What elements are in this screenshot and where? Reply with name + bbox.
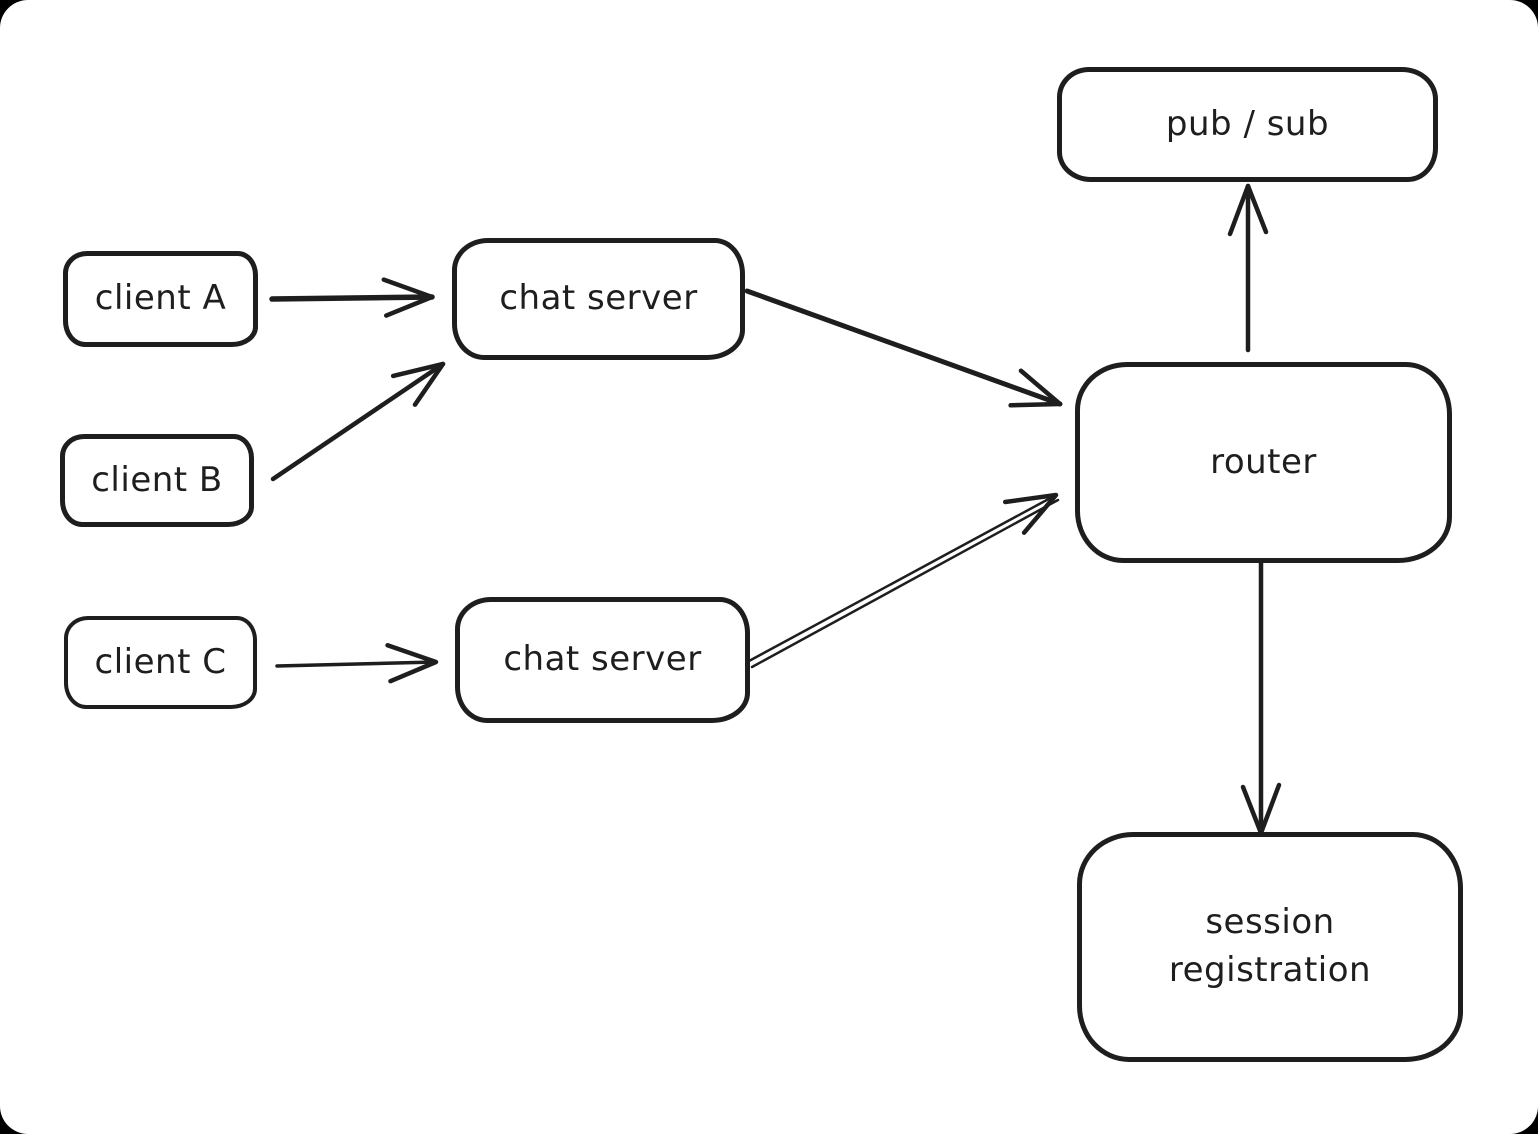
node-session-registration: session registration — [1077, 832, 1463, 1062]
node-client-b: client B — [60, 434, 254, 527]
edge-chat-server-2-to-router-line-1 — [747, 492, 1059, 663]
node-client-c-label: client C — [94, 641, 227, 682]
node-chat-server-1: chat server — [452, 238, 745, 360]
edge-client-b-to-chat-server-1 — [270, 361, 446, 482]
edge-chat-server-2-to-router-line-2 — [750, 498, 1060, 669]
node-pub-sub: pub / sub — [1057, 67, 1438, 182]
node-router-label: router — [1210, 441, 1317, 482]
edge-client-c-to-chat-server-2 — [275, 642, 439, 684]
edge-chat-server-1-to-router — [744, 288, 1063, 408]
node-chat-server-1-label: chat server — [499, 278, 698, 319]
node-pub-sub-label: pub / sub — [1165, 103, 1330, 144]
node-chat-server-2-label: chat server — [503, 639, 702, 680]
node-client-c: client C — [64, 616, 257, 709]
node-client-a: client A — [63, 251, 258, 347]
node-router: router — [1075, 362, 1452, 563]
node-client-b-label: client B — [91, 459, 223, 500]
node-chat-server-2: chat server — [455, 597, 750, 723]
edge-client-a-to-chat-server-1 — [269, 277, 435, 318]
node-session-registration-label: session registration — [1168, 902, 1372, 990]
node-client-a-label: client A — [94, 278, 227, 319]
